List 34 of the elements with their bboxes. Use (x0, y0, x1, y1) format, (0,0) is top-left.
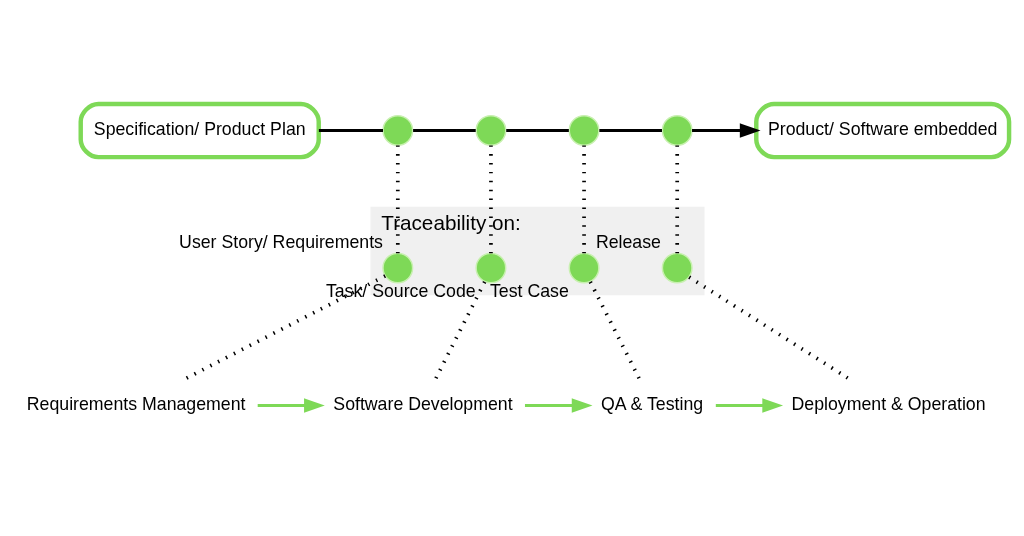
arrow (692, 123, 761, 138)
arrow (257, 398, 325, 413)
node-circle (475, 252, 507, 284)
connector (588, 281, 641, 380)
node-box: Product/ Software embedded (754, 101, 1012, 160)
connector (489, 145, 493, 254)
connector (318, 129, 383, 132)
node-circle (568, 115, 600, 147)
node-text: Requirements Management (26, 394, 246, 415)
connector (675, 145, 680, 254)
node-label: User Story/ Requirements (179, 232, 383, 253)
connector (582, 145, 586, 254)
node-label: Task/ Source Code (325, 280, 476, 301)
node-circle (382, 115, 414, 147)
node-circle (661, 252, 693, 284)
connector (395, 145, 400, 254)
connector (688, 275, 850, 381)
arrow (715, 398, 784, 413)
node-text: Deployment & Operation (791, 394, 986, 415)
connector (506, 129, 569, 132)
connector (434, 281, 487, 380)
connector (413, 129, 476, 132)
node-label: Test Case (489, 280, 569, 301)
node-circle (661, 115, 693, 147)
node-text: Software Development (333, 394, 513, 415)
node-box: Specification/ Product Plan (78, 101, 321, 160)
node-circle (475, 115, 507, 147)
node-circle (568, 252, 600, 284)
arrow (524, 398, 593, 413)
node-label: Release (595, 232, 661, 253)
node-circle (382, 252, 414, 284)
connector (184, 274, 387, 381)
connector (599, 129, 662, 132)
node-text: QA & Testing (601, 394, 704, 415)
